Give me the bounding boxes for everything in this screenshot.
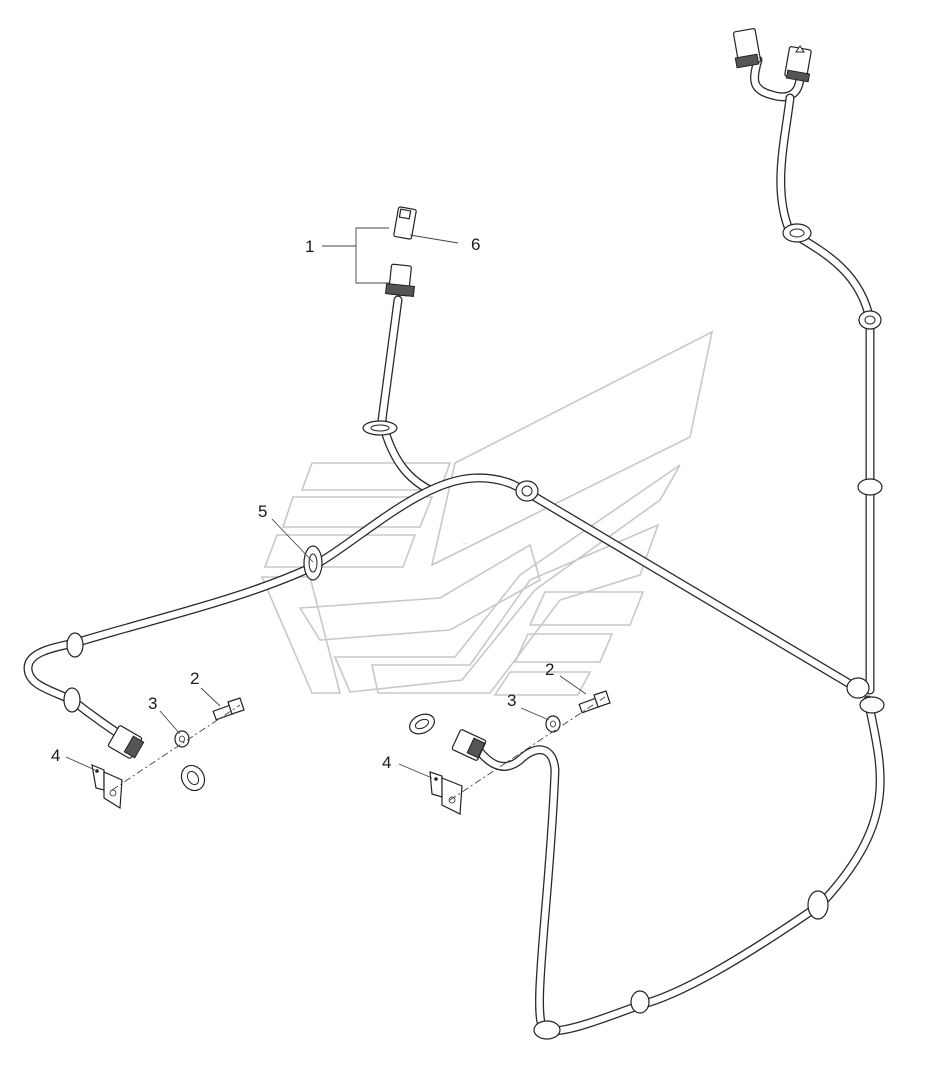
clamp-main-mid <box>515 480 539 502</box>
clamp-right-upper <box>858 310 882 330</box>
clamp-right-lower <box>807 890 829 920</box>
bolt-right <box>578 690 611 714</box>
bolt-left <box>212 697 245 721</box>
leader-lines <box>65 227 587 779</box>
callout-4-left: 4 <box>51 746 60 765</box>
connector-top-center <box>385 206 417 297</box>
connector-top-right-b <box>784 45 812 83</box>
bracket-right <box>429 771 463 815</box>
callout-2-right: 2 <box>545 660 554 679</box>
clamp-left-upper <box>66 632 84 658</box>
loose-clip-right <box>409 713 435 735</box>
clamp-bottom-left <box>533 1020 561 1040</box>
harness-main <box>23 55 885 1036</box>
manufacturer-logo-watermark: ◦◦◦ <box>260 330 714 696</box>
harness-clamps <box>63 223 885 1040</box>
callout-1: 1 <box>305 237 314 256</box>
washer-right <box>545 715 561 733</box>
callout-2-left: 2 <box>190 669 199 688</box>
svg-text:◦◦◦: ◦◦◦ <box>463 541 468 546</box>
alignment-lines <box>111 696 606 801</box>
loose-clip-left <box>180 764 206 792</box>
washer-left <box>174 730 190 748</box>
clamp-left-lower <box>63 687 81 713</box>
clamp-right-junction <box>846 677 885 714</box>
clamp-center-upper <box>362 420 398 436</box>
callout-3-left: 3 <box>148 694 157 713</box>
callout-3-right: 3 <box>507 691 516 710</box>
clamp-right-top <box>782 223 812 243</box>
bracket-left <box>91 764 123 810</box>
callout-4-right: 4 <box>382 753 391 772</box>
clamp-bottom <box>630 990 650 1014</box>
clamp-main-5 <box>303 545 323 581</box>
connector-top-right-a <box>732 28 762 69</box>
callout-5: 5 <box>258 502 267 521</box>
callout-6: 6 <box>471 235 480 254</box>
connector-right <box>451 729 487 761</box>
clamp-right-mid <box>857 478 883 496</box>
connector-left <box>107 725 145 759</box>
